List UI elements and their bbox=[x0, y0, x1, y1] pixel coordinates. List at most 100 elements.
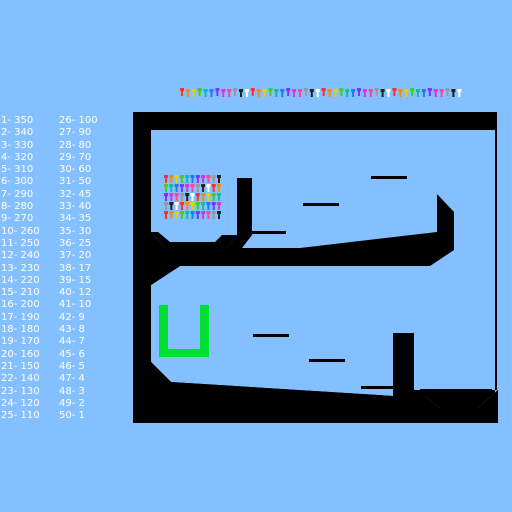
walker-sprite[interactable] bbox=[195, 184, 200, 192]
walker-sprite[interactable] bbox=[206, 211, 211, 219]
walker-sprite[interactable] bbox=[457, 89, 462, 97]
walker-sprite[interactable] bbox=[211, 211, 216, 219]
walker-sprite[interactable] bbox=[206, 184, 211, 192]
walker-sprite[interactable] bbox=[174, 202, 179, 210]
walker-sprite[interactable] bbox=[206, 175, 211, 183]
walker-sprite[interactable] bbox=[179, 184, 184, 192]
walker-sprite[interactable] bbox=[185, 175, 190, 183]
walker-sprite[interactable] bbox=[201, 202, 206, 210]
walker-sprite[interactable] bbox=[309, 89, 314, 97]
walker-sprite[interactable] bbox=[268, 88, 273, 96]
walker-sprite[interactable] bbox=[221, 89, 226, 97]
walker-sprite[interactable] bbox=[410, 88, 415, 96]
walker-sprite[interactable] bbox=[445, 88, 450, 96]
walker-sprite[interactable] bbox=[217, 211, 221, 219]
walker-sprite[interactable] bbox=[164, 211, 168, 219]
walker-sprite[interactable] bbox=[439, 89, 444, 97]
walker-sprite[interactable] bbox=[392, 88, 397, 96]
walker-sprite[interactable] bbox=[227, 89, 232, 97]
walker-sprite[interactable] bbox=[386, 89, 391, 97]
walker-sprite[interactable] bbox=[179, 175, 184, 183]
walker-sprite[interactable] bbox=[298, 89, 302, 97]
walker-sprite[interactable] bbox=[206, 193, 211, 201]
walker-sprite[interactable] bbox=[164, 175, 168, 183]
walker-sprite[interactable] bbox=[239, 89, 243, 97]
walker-sprite[interactable] bbox=[351, 89, 356, 97]
walker-sprite[interactable] bbox=[185, 193, 190, 201]
walker-sprite[interactable] bbox=[164, 193, 168, 201]
walker-sprite[interactable] bbox=[215, 88, 220, 96]
walker-sprite[interactable] bbox=[256, 89, 261, 97]
walker-sprite[interactable] bbox=[179, 193, 184, 201]
walker-sprite[interactable] bbox=[191, 89, 196, 97]
walker-sprite[interactable] bbox=[169, 202, 174, 210]
walker-sprite[interactable] bbox=[217, 184, 221, 192]
walker-sprite[interactable] bbox=[201, 193, 206, 201]
walker-sprite[interactable] bbox=[427, 88, 432, 96]
walker-sprite[interactable] bbox=[169, 211, 174, 219]
walker-sprite[interactable] bbox=[274, 89, 279, 97]
walker-sprite[interactable] bbox=[185, 211, 190, 219]
walker-sprite[interactable] bbox=[174, 211, 179, 219]
walker-sprite[interactable] bbox=[327, 89, 332, 97]
walker-sprite[interactable] bbox=[333, 89, 338, 97]
walker-sprite[interactable] bbox=[190, 211, 195, 219]
walker-sprite[interactable] bbox=[195, 175, 200, 183]
walker-sprite[interactable] bbox=[169, 184, 174, 192]
walker-sprite[interactable] bbox=[217, 193, 221, 201]
walker-sprite[interactable] bbox=[398, 89, 403, 97]
walker-sprite[interactable] bbox=[185, 202, 190, 210]
walker-sprite[interactable] bbox=[380, 89, 385, 97]
walker-sprite[interactable] bbox=[201, 211, 206, 219]
walker-sprite[interactable] bbox=[169, 193, 174, 201]
walker-sprite[interactable] bbox=[303, 88, 308, 96]
walker-sprite[interactable] bbox=[339, 88, 344, 96]
walker-sprite[interactable] bbox=[357, 88, 361, 96]
walker-sprite[interactable] bbox=[404, 89, 409, 97]
walker-sprite[interactable] bbox=[206, 202, 211, 210]
walker-sprite[interactable] bbox=[250, 88, 255, 96]
walker-sprite[interactable] bbox=[280, 89, 285, 97]
walker-sprite[interactable] bbox=[292, 89, 297, 97]
walker-sprite[interactable] bbox=[174, 184, 179, 192]
walker-sprite[interactable] bbox=[211, 193, 216, 201]
walker-sprite[interactable] bbox=[211, 184, 216, 192]
walker-sprite[interactable] bbox=[197, 88, 202, 96]
walker-sprite[interactable] bbox=[185, 89, 190, 97]
walker-sprite[interactable] bbox=[190, 175, 195, 183]
walker-sprite[interactable] bbox=[217, 202, 221, 210]
walker-sprite[interactable] bbox=[362, 89, 367, 97]
walker-sprite[interactable] bbox=[416, 89, 420, 97]
walker-sprite[interactable] bbox=[190, 184, 195, 192]
walker-sprite[interactable] bbox=[211, 175, 216, 183]
walker-sprite[interactable] bbox=[180, 88, 184, 96]
walker-sprite[interactable] bbox=[286, 88, 291, 96]
walker-sprite[interactable] bbox=[169, 175, 174, 183]
walker-sprite[interactable] bbox=[164, 202, 168, 210]
walker-sprite[interactable] bbox=[195, 193, 200, 201]
walker-sprite[interactable] bbox=[185, 184, 190, 192]
walker-sprite[interactable] bbox=[201, 184, 206, 192]
walker-sprite[interactable] bbox=[211, 202, 216, 210]
walker-sprite[interactable] bbox=[451, 89, 456, 97]
walker-sprite[interactable] bbox=[179, 211, 184, 219]
walker-sprite[interactable] bbox=[233, 88, 238, 96]
walker-sprite[interactable] bbox=[433, 89, 438, 97]
walker-sprite[interactable] bbox=[179, 202, 184, 210]
walker-sprite[interactable] bbox=[209, 89, 214, 97]
walker-sprite[interactable] bbox=[164, 184, 168, 192]
walker-sprite[interactable] bbox=[244, 89, 249, 97]
walker-sprite[interactable] bbox=[190, 202, 195, 210]
walker-sprite[interactable] bbox=[190, 193, 195, 201]
walker-sprite[interactable] bbox=[374, 88, 379, 96]
walker-sprite[interactable] bbox=[262, 89, 267, 97]
walker-sprite[interactable] bbox=[195, 211, 200, 219]
walker-sprite[interactable] bbox=[368, 89, 373, 97]
walker-sprite[interactable] bbox=[345, 89, 350, 97]
walker-sprite[interactable] bbox=[203, 89, 208, 97]
walker-sprite[interactable] bbox=[174, 175, 179, 183]
walker-sprite[interactable] bbox=[321, 88, 326, 96]
walker-sprite[interactable] bbox=[195, 202, 200, 210]
walker-sprite[interactable] bbox=[174, 193, 179, 201]
